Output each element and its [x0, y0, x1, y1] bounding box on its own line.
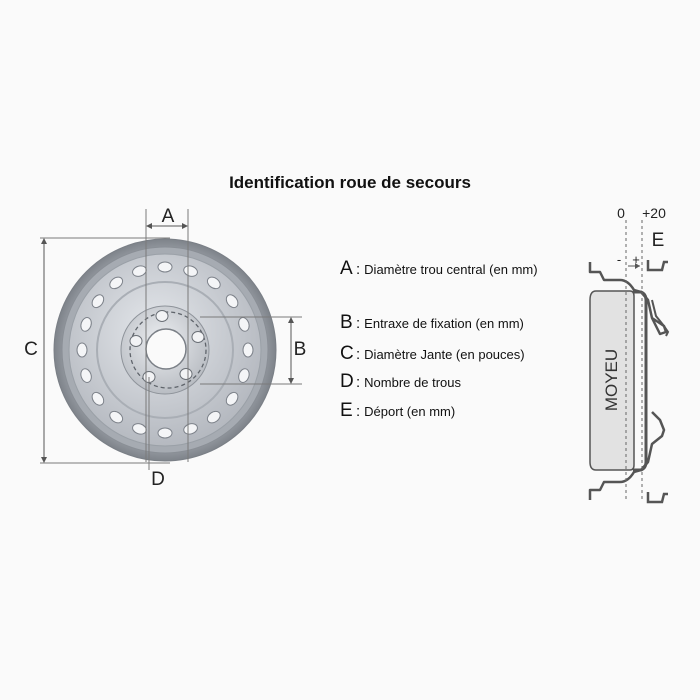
legend-text: Déport (en mm) [364, 404, 456, 419]
vent-hole [206, 410, 221, 424]
vent-hole [109, 276, 124, 290]
offset-plus-sign: + [632, 252, 640, 267]
legend-text: Entraxe de fixation (en mm) [364, 316, 524, 331]
bolt-hole [191, 331, 205, 343]
bolt-hole [155, 310, 169, 322]
marker-c: C [24, 339, 38, 360]
vent-hole [109, 410, 124, 424]
legend-item-e: E : Déport (en mm) [340, 400, 455, 422]
vent-hole [242, 342, 254, 358]
vent-hole [225, 294, 239, 309]
vent-hole [183, 423, 198, 435]
marker-e: E [652, 230, 665, 251]
vent-hole [206, 276, 221, 290]
bolt-hole [129, 335, 143, 347]
center-hole [145, 328, 187, 370]
vent-hole [76, 342, 88, 358]
vent-hole [183, 265, 198, 277]
legend-text: Diamètre trou central (en mm) [364, 262, 538, 277]
bolt-holes [129, 310, 205, 383]
vent-hole [225, 391, 239, 406]
legend-text: Nombre de trous [364, 375, 461, 390]
ventilation-holes [76, 261, 254, 439]
vent-hole [91, 294, 105, 309]
hub-label: MOYEU [602, 349, 621, 411]
legend-item-c: C : Diamètre Jante (en pouces) [340, 343, 525, 365]
legend-colon: : [356, 261, 361, 278]
vent-hole [91, 391, 105, 406]
legend-letter: A [340, 258, 353, 279]
offset-zero-label: 0 [617, 205, 625, 221]
marker-b: B [294, 339, 307, 360]
legend-letter: B [340, 312, 353, 333]
legend-item-d: D : Nombre de trous [340, 371, 461, 393]
legend-letter: C [340, 343, 354, 364]
vent-hole [80, 368, 92, 383]
legend-item-b: B : Entraxe de fixation (en mm) [340, 312, 524, 334]
legend-letter: D [340, 371, 354, 392]
offset-plus20-label: +20 [642, 205, 666, 221]
offset-minus-sign: - [617, 252, 621, 267]
bolt-circle [129, 311, 207, 389]
legend-colon: : [356, 346, 361, 363]
bolt-hole [179, 368, 193, 380]
marker-d: D [151, 469, 165, 490]
vent-hole [80, 317, 92, 332]
vent-hole [238, 317, 250, 332]
vent-hole [157, 261, 173, 273]
legend-colon: : [356, 315, 361, 332]
legend-item-a: A : Diamètre trou central (en mm) [340, 258, 538, 280]
diagram-title: Identification roue de secours [229, 173, 471, 192]
legend-letter: E [340, 400, 353, 421]
legend-text: Diamètre Jante (en pouces) [364, 347, 525, 362]
wheel-profile: MOYEU 0 +20 - + E [588, 205, 670, 504]
vent-hole [157, 427, 173, 439]
vent-hole [238, 368, 250, 383]
legend-colon: : [356, 374, 361, 391]
legend-colon: : [356, 403, 361, 420]
marker-a: A [162, 206, 175, 227]
